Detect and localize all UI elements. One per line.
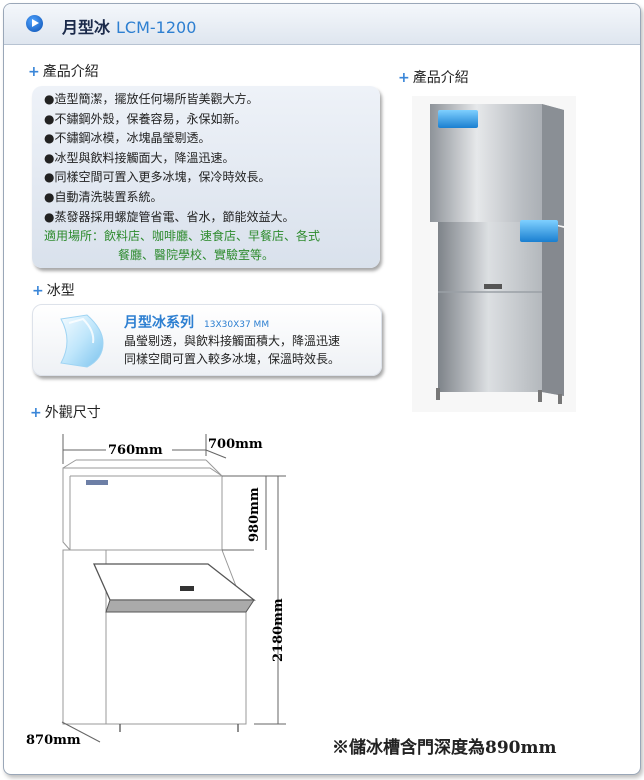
play-circle-icon[interactable] <box>26 15 43 32</box>
ice-heading: +冰型 <box>32 283 75 299</box>
depth-note: ※儲冰槽含門深度為890mm <box>332 738 557 758</box>
plus-icon: + <box>28 64 40 80</box>
feature-list: ●造型簡潔，擺放任何場所皆美觀大方。 ●不鏽鋼外殼，保養容易，永保如新。 ●不鏽… <box>44 90 295 227</box>
list-item: ●冰型與飲料接觸面大，降溫迅速。 <box>44 150 235 165</box>
usage-text: 適用場所：飲料店、咖啡廳、速食店、早餐店、各式 餐廳、醫院學校、實驗室等。 <box>44 227 376 265</box>
list-item: ●造型簡潔，擺放任何場所皆美觀大方。 <box>44 92 259 106</box>
total-height-label: 2180mm <box>271 598 286 662</box>
depth-bottom-label: 870mm <box>26 733 81 748</box>
usage-line: 餐廳、醫院學校、實驗室等。 <box>118 248 275 262</box>
list-item: ●蒸發器採用螺旋管省電、省水，節能效益大。 <box>44 209 295 224</box>
bullet: ● <box>44 189 55 204</box>
list-item: ●不鏽鋼外殼，保養容易，永保如新。 <box>44 111 247 126</box>
depth-top-label: 700mm <box>208 437 263 452</box>
dims-heading: +外觀尺寸 <box>30 405 101 421</box>
bullet: ● <box>44 131 55 146</box>
plus-icon: + <box>398 70 410 86</box>
list-item: ●同樣空間可置入更多冰塊，保冷時效長。 <box>44 170 271 185</box>
page-title: 月型冰 LCM-1200 <box>62 14 196 38</box>
ice-description: 晶瑩剔透，與飲料接觸面積大，降溫迅速 同樣空間可置入較多冰塊，保溫時效長。 <box>124 334 341 366</box>
list-item: ●不鏽鋼冰模，冰塊晶瑩剔透。 <box>44 131 211 146</box>
ice-cube-icon <box>60 314 104 368</box>
bullet: ● <box>44 92 55 106</box>
model-number: LCM-1200 <box>116 18 197 37</box>
intro-heading: +產品介紹 <box>28 64 99 80</box>
plus-icon: + <box>30 405 42 421</box>
upper-height-label: 980mm <box>247 487 262 542</box>
header-bar: 月型冰 LCM-1200 <box>4 4 640 45</box>
bullet: ● <box>44 170 55 185</box>
dimension-diagram: 760mm 700mm 980mm 2180mm 870mm <box>26 434 286 748</box>
ice-size: 13X30X37 MM <box>204 320 270 330</box>
plus-icon: + <box>32 283 44 299</box>
width-label: 760mm <box>108 443 163 458</box>
product-panel: 月型冰 LCM-1200 +產品介紹 ●造型簡潔，擺放任何場所皆美觀大方。 ●不鏽… <box>3 3 641 775</box>
intro-box: ●造型簡潔，擺放任何場所皆美觀大方。 ●不鏽鋼外殼，保養容易，永保如新。 ●不鏽… <box>32 86 380 268</box>
list-item: ●自動清洗裝置系統。 <box>44 189 163 204</box>
title-text: 月型冰 <box>62 18 111 37</box>
bullet: ● <box>44 111 55 126</box>
usage-line: 適用場所：飲料店、咖啡廳、速食店、早餐店、各式 <box>44 229 321 243</box>
bullet: ● <box>44 150 55 165</box>
ice-machine-photo <box>412 96 576 412</box>
photo-heading: +產品介紹 <box>398 70 469 86</box>
bullet: ● <box>44 209 55 224</box>
